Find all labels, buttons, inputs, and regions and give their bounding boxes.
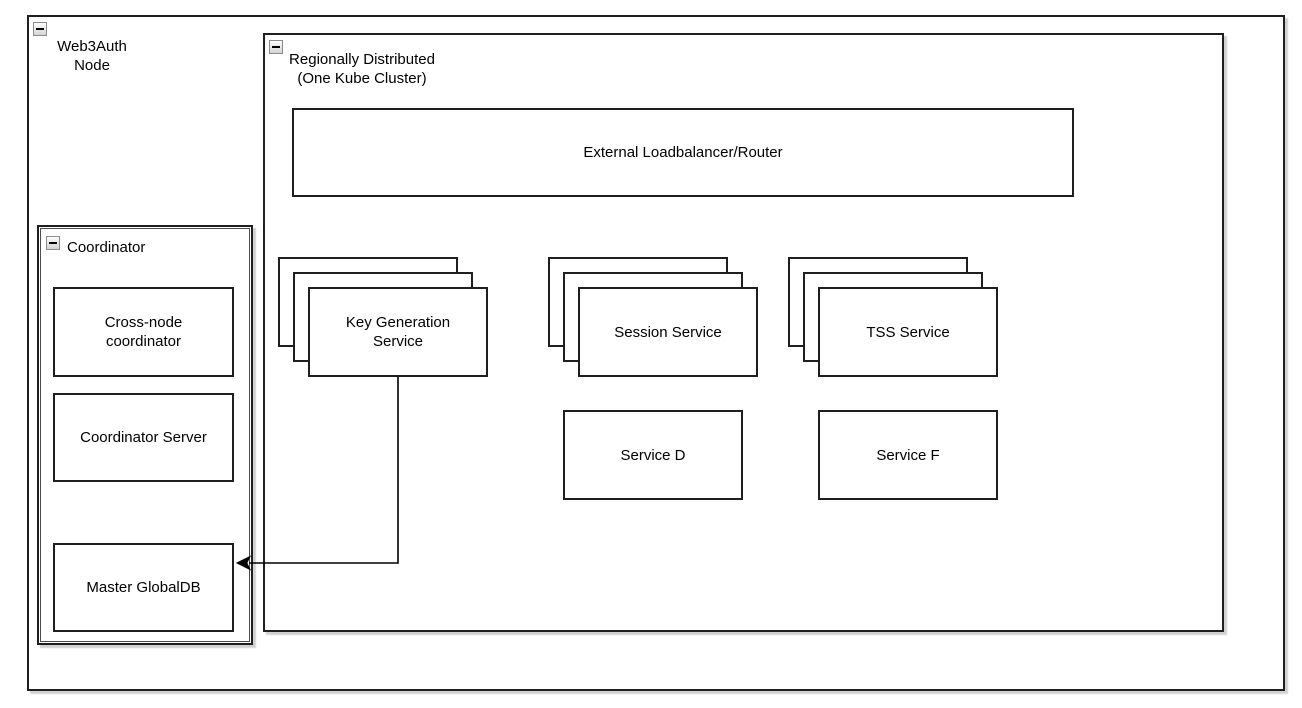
node-label: Service F <box>820 412 996 498</box>
label-line: Coordinator Server <box>80 429 207 446</box>
label-line: coordinator <box>105 333 182 350</box>
node-label: Session Service <box>580 289 756 375</box>
node-external-loadbalancer[interactable]: External Loadbalancer/Router <box>292 108 1074 197</box>
node-tss-service[interactable]: TSS Service <box>818 287 998 377</box>
label-line: Service D <box>620 446 686 464</box>
container-label-regionally-distributed: Regionally Distributed (One Kube Cluster… <box>288 50 436 88</box>
collapse-icon-web3auth-node[interactable] <box>33 22 47 36</box>
node-label: Cross-node coordinator <box>55 289 232 375</box>
container-label-web3auth-node: Web3Auth Node <box>37 37 147 75</box>
node-cross-node-coordinator[interactable]: Cross-node coordinator <box>53 287 234 377</box>
collapse-icon-coordinator[interactable] <box>46 236 60 250</box>
label-line: TSS Service <box>866 323 950 341</box>
minus-icon <box>272 46 280 48</box>
label-line: Cross-node <box>104 314 183 331</box>
label-line: Service F <box>876 446 940 464</box>
node-label: Master GlobalDB <box>55 545 232 630</box>
label-line: External Loadbalancer/Router <box>583 144 783 161</box>
label-line: Coordinator <box>67 239 146 256</box>
node-key-generation-service[interactable]: Key Generation Service <box>308 287 488 377</box>
node-master-globaldb[interactable]: Master GlobalDB <box>53 543 234 632</box>
label-line: Web3Auth <box>57 38 127 55</box>
minus-icon <box>36 28 44 30</box>
node-label: Key Generation Service <box>310 289 486 375</box>
label-line: Regionally Distributed <box>289 51 435 68</box>
node-service-f[interactable]: Service F <box>818 410 998 500</box>
label-line: Service <box>372 333 424 350</box>
node-label: Coordinator Server <box>55 395 232 480</box>
label-line: (One Kube Cluster) <box>297 70 427 87</box>
label-line: Node <box>74 57 110 74</box>
node-label: Service D <box>565 412 741 498</box>
minus-icon <box>49 242 57 244</box>
label-line: Session Service <box>614 323 722 341</box>
node-label: TSS Service <box>820 289 996 375</box>
node-label: External Loadbalancer/Router <box>294 110 1072 195</box>
node-coordinator-server[interactable]: Coordinator Server <box>53 393 234 482</box>
label-line: Master GlobalDB <box>86 579 201 596</box>
node-service-d[interactable]: Service D <box>563 410 743 500</box>
collapse-icon-regionally-distributed[interactable] <box>269 40 283 54</box>
node-session-service[interactable]: Session Service <box>578 287 758 377</box>
container-label-coordinator: Coordinator <box>67 238 145 257</box>
label-line: Key Generation <box>345 314 451 331</box>
